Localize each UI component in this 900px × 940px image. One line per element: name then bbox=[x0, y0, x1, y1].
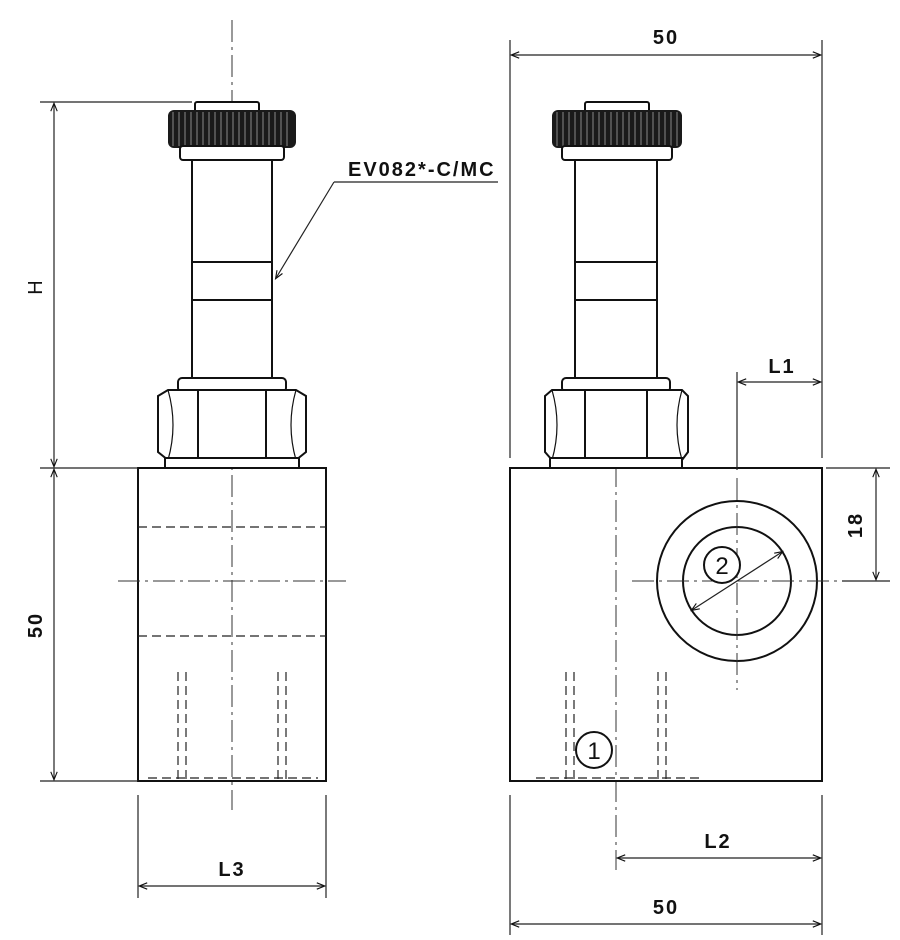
port-1-bubble bbox=[575, 731, 613, 769]
dim-l1: L1 bbox=[736, 356, 823, 470]
left-hex-nut bbox=[157, 377, 307, 469]
dim-body-height: 50 bbox=[25, 467, 138, 782]
part-leader: EV082*-C/MC bbox=[274, 159, 498, 280]
port-2-bubble bbox=[703, 546, 741, 584]
port-1-label: 1 bbox=[587, 738, 600, 765]
dim-l3-label: L3 bbox=[218, 859, 245, 881]
dim-l3: L3 bbox=[137, 795, 327, 898]
right-knob bbox=[552, 101, 682, 161]
left-knurl-band bbox=[168, 110, 296, 148]
dim-top-width-label: 50 bbox=[653, 27, 679, 49]
right-hex-nut bbox=[544, 377, 689, 469]
dim-body-height-label: 50 bbox=[25, 612, 47, 638]
port-1: 1 bbox=[575, 731, 613, 769]
left-knob bbox=[168, 101, 296, 161]
dim-bottom-width-label: 50 bbox=[653, 897, 679, 919]
dim-l2-label: L2 bbox=[704, 831, 731, 853]
dim-port-offset: 18 bbox=[826, 467, 890, 582]
port-2-label: 2 bbox=[715, 553, 728, 580]
port-2: 2 bbox=[632, 478, 842, 690]
left-view: H 50 L3 EV082*-C/MC bbox=[25, 20, 498, 898]
right-coil bbox=[574, 159, 658, 381]
part-label: EV082*-C/MC bbox=[348, 159, 496, 181]
dim-top-width: 50 bbox=[509, 27, 823, 458]
dim-l1-label: L1 bbox=[768, 356, 795, 378]
dim-bottom-width: 50 bbox=[509, 897, 823, 928]
right-view: 2 1 50 L1 18 bbox=[509, 27, 890, 935]
left-coil bbox=[191, 159, 273, 381]
right-body bbox=[509, 467, 823, 782]
dim-port-offset-label: 18 bbox=[845, 512, 867, 538]
dim-h-label: H bbox=[25, 277, 47, 294]
left-body bbox=[137, 467, 327, 782]
dim-l2: L2 bbox=[509, 795, 823, 935]
